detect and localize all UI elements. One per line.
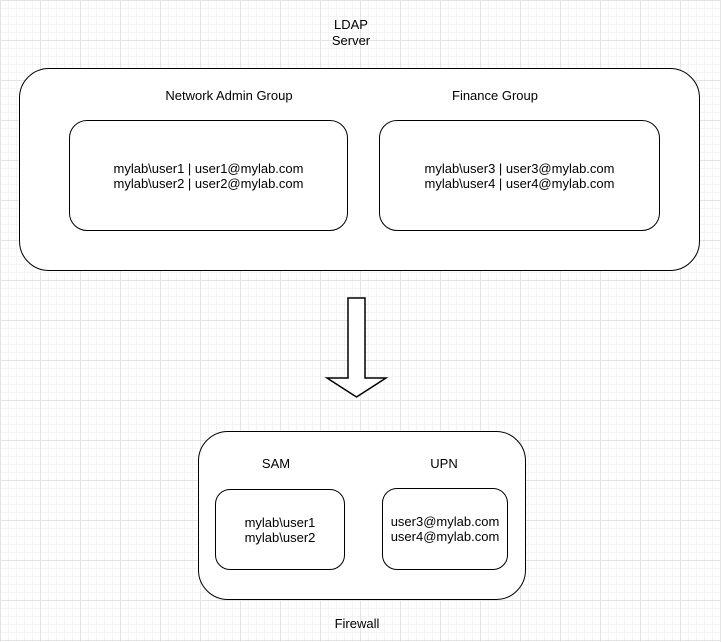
user-entry: mylab\user2 | user2@mylab.com [113,175,304,191]
network-admin-group-users: mylab\user1 | user1@mylab.com mylab\user… [114,161,304,191]
sam-entry: mylab\user1 [244,514,316,530]
user-entry: mylab\user3 | user3@mylab.com [424,160,615,176]
finance-group-box: mylab\user3 | user3@mylab.com mylab\user… [379,120,660,231]
ldap-server-label-line2: Server [331,33,371,48]
upn-entry: user4@mylab.com [390,529,500,544]
finance-group-label: Finance Group [452,88,538,103]
sam-entry: mylab\user2 [244,529,316,545]
network-admin-group-box: mylab\user1 | user1@mylab.com mylab\user… [69,120,348,231]
upn-box: user3@mylab.com user4@mylab.com [382,488,508,570]
user-entry: mylab\user4 | user4@mylab.com [424,175,615,191]
sam-section-label: SAM [261,456,291,471]
finance-group-users: mylab\user3 | user3@mylab.com mylab\user… [425,161,615,191]
upn-section-label: UPN [430,456,458,471]
user-entry: mylab\user1 | user1@mylab.com [113,160,304,176]
sam-entries: mylab\user1 mylab\user2 [245,515,316,545]
sam-box: mylab\user1 mylab\user2 [215,489,345,570]
upn-entries: user3@mylab.com user4@mylab.com [391,514,500,544]
upn-entry: user3@mylab.com [390,514,500,529]
firewall-label: Firewall [334,616,380,631]
down-arrow-icon [324,297,389,398]
ldap-server-label-line1: LDAP [334,17,368,32]
network-admin-group-label: Network Admin Group [165,88,293,103]
ldap-server-label: LDAP Server [291,17,411,49]
